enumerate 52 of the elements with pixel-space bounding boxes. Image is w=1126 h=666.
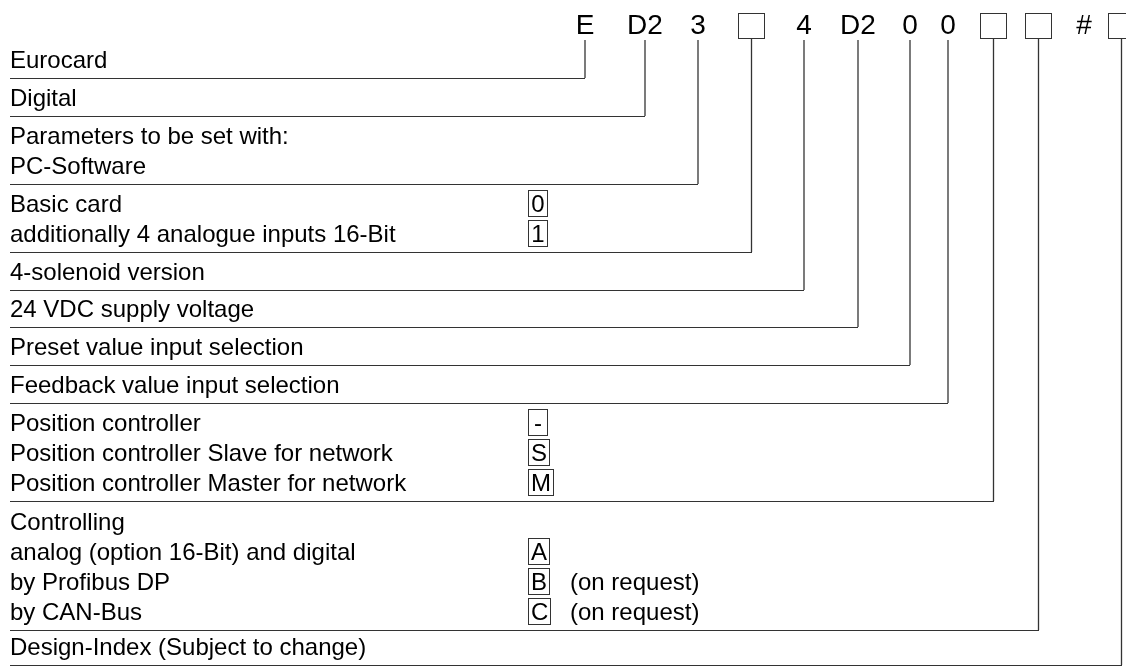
note-text: (on request) bbox=[570, 597, 700, 627]
option-code: 0 bbox=[528, 190, 548, 217]
option-text: Position controller Slave for network bbox=[10, 438, 393, 468]
code-character: # bbox=[1076, 10, 1092, 40]
leader-line bbox=[909, 39, 911, 366]
option-text: additionally 4 analogue inputs 16-Bit bbox=[10, 219, 396, 249]
code-box bbox=[738, 13, 765, 39]
option-text: Position controller Master for network bbox=[10, 468, 407, 498]
option-code: B bbox=[528, 568, 550, 595]
option-code: C bbox=[528, 598, 552, 625]
code-box bbox=[1025, 13, 1052, 39]
code-character: D2 bbox=[840, 10, 876, 40]
note-text: (on request) bbox=[570, 567, 700, 597]
option-text: Eurocard bbox=[10, 45, 108, 75]
code-character: E bbox=[575, 10, 595, 40]
leader-line bbox=[697, 39, 699, 185]
option-text: by CAN-Bus bbox=[10, 597, 143, 627]
code-box bbox=[980, 13, 1007, 39]
option-text: Position controller bbox=[10, 408, 201, 438]
code-character: 0 bbox=[940, 10, 956, 40]
option-text: Design-Index (Subject to change) bbox=[10, 632, 367, 662]
leader-line bbox=[644, 39, 646, 117]
option-text: analog (option 16-Bit) and digital bbox=[10, 537, 356, 567]
option-text: PC-Software bbox=[10, 151, 147, 181]
option-code: S bbox=[528, 439, 550, 466]
leader-line bbox=[1120, 38, 1123, 666]
leader-line bbox=[1037, 38, 1040, 631]
option-text: 24 VDC supply voltage bbox=[10, 294, 255, 324]
option-code: - bbox=[528, 409, 548, 436]
leader-line bbox=[857, 39, 859, 328]
option-code: 1 bbox=[528, 220, 548, 247]
description-row bbox=[10, 406, 994, 502]
code-character: D2 bbox=[627, 10, 663, 40]
option-text: Basic card bbox=[10, 189, 123, 219]
leader-line bbox=[947, 39, 949, 404]
leader-line bbox=[992, 38, 995, 502]
code-character: 4 bbox=[796, 10, 812, 40]
leader-line bbox=[803, 39, 805, 291]
option-text: Digital bbox=[10, 83, 77, 113]
option-text: Feedback value input selection bbox=[10, 370, 340, 400]
code-character: 3 bbox=[690, 10, 706, 40]
option-text: Parameters to be set with: bbox=[10, 121, 289, 151]
code-character: 0 bbox=[902, 10, 918, 40]
option-text: Preset value input selection bbox=[10, 332, 304, 362]
option-code: A bbox=[528, 538, 550, 565]
option-text: Controlling bbox=[10, 507, 125, 537]
option-text: by Profibus DP bbox=[10, 567, 171, 597]
leader-line bbox=[750, 38, 753, 253]
option-code: M bbox=[528, 469, 554, 496]
leader-line bbox=[584, 39, 586, 79]
option-text: 4-solenoid version bbox=[10, 257, 205, 287]
description-row bbox=[10, 187, 752, 253]
